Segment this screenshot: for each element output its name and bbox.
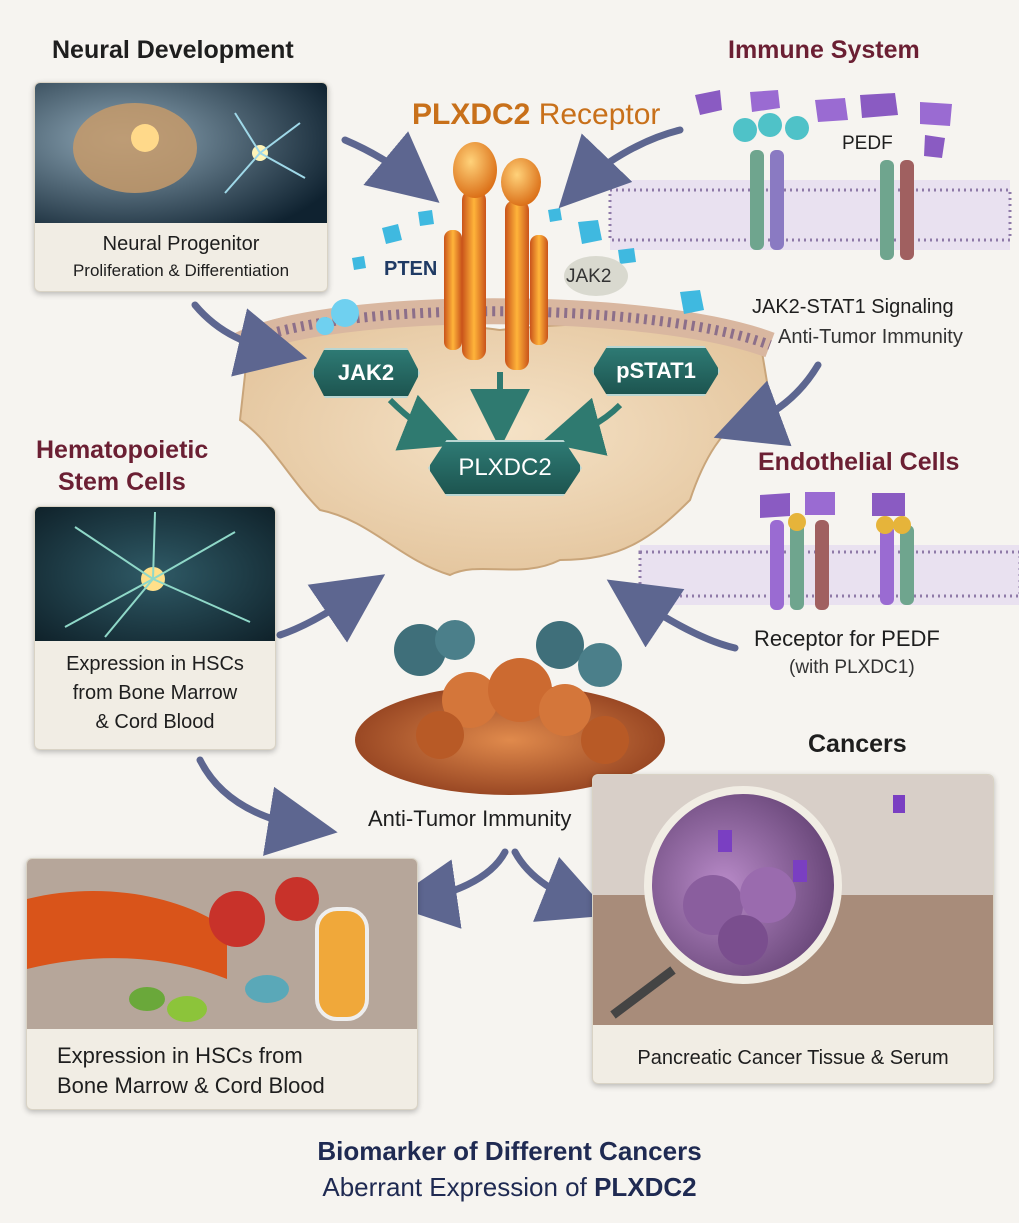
hsc-heading-line1: Hematopoietic — [36, 436, 209, 464]
neural-heading: Neural Development — [52, 36, 294, 64]
hsc-heading-line2: Stem Cells — [58, 468, 186, 496]
pedf-label: PEDF — [842, 133, 893, 154]
immune-heading: Immune System — [728, 36, 920, 64]
immune-caption-line1: JAK2-STAT1 Signaling — [752, 296, 954, 318]
cancers-card: Pancreatic Cancer Tissue & Serum — [592, 774, 994, 1084]
neural-card-subtitle: Proliferation & Differentiation — [72, 261, 290, 280]
jak2-small-label: JAK2 — [566, 266, 612, 287]
neural-card-title: Neural Progenitor — [102, 233, 260, 255]
tumor-graphic — [355, 620, 665, 795]
signal-arrows — [387, 372, 623, 456]
neural-card: Neural Progenitor Proliferation & Differ… — [34, 82, 328, 292]
endothelial-caption-line2: (with PLXDC1) — [789, 657, 915, 678]
jak2-chip: JAK2 — [312, 348, 420, 398]
hsc-line1: Expression in HSCs — [66, 653, 244, 675]
receptor-name: PLXDC2 — [412, 98, 531, 131]
footer-line2-prefix: Aberrant Expression of — [322, 1172, 595, 1202]
footer-line2-bold: PLXDC2 — [594, 1172, 697, 1202]
hsc-line2: from Bone Marrow — [72, 682, 238, 704]
plxdc2-receptor-graphic — [444, 142, 548, 370]
cancers-heading: Cancers — [808, 730, 907, 758]
hsc-neuron-image — [35, 507, 275, 641]
hsc-card: Expression in HSCs from Bone Marrow & Co… — [34, 506, 276, 750]
cancers-caption: Pancreatic Cancer Tissue & Serum — [637, 1047, 949, 1069]
receptor-title: PLXDC2 Receptor — [412, 98, 660, 132]
footer-line2: Aberrant Expression of PLXDC2 — [0, 1172, 1019, 1203]
receptor-suffix: Receptor — [530, 98, 661, 131]
bone-marrow-image — [27, 859, 417, 1029]
bone-marrow-line2: Bone Marrow & Cord Blood — [57, 1073, 325, 1098]
immune-membrane — [608, 90, 1012, 260]
endothelial-membrane — [638, 492, 1019, 610]
neural-brain-image — [35, 83, 327, 223]
flow-arrows — [191, 126, 822, 929]
pancreatic-tissue-image — [593, 775, 993, 1025]
pten-label: PTEN — [384, 258, 438, 280]
antitumor-label: Anti-Tumor Immunity — [368, 806, 572, 831]
crystal-molecules — [316, 208, 704, 335]
bone-marrow-line1: Expression in HSCs from — [57, 1043, 303, 1068]
hsc-line3: & Cord Blood — [95, 711, 215, 733]
endothelial-heading: Endothelial Cells — [758, 448, 960, 476]
footer-line1: Biomarker of Different Cancers — [317, 1136, 702, 1166]
pstat1-chip: pSTAT1 — [592, 346, 720, 396]
plxdc2-chip: PLXDC2 — [428, 440, 582, 496]
immune-caption-line2: Anti-Tumor Immunity — [778, 326, 963, 348]
endothelial-caption-line1: Receptor for PEDF — [754, 626, 940, 651]
bone-marrow-card: Expression in HSCs from Bone Marrow & Co… — [26, 858, 418, 1110]
